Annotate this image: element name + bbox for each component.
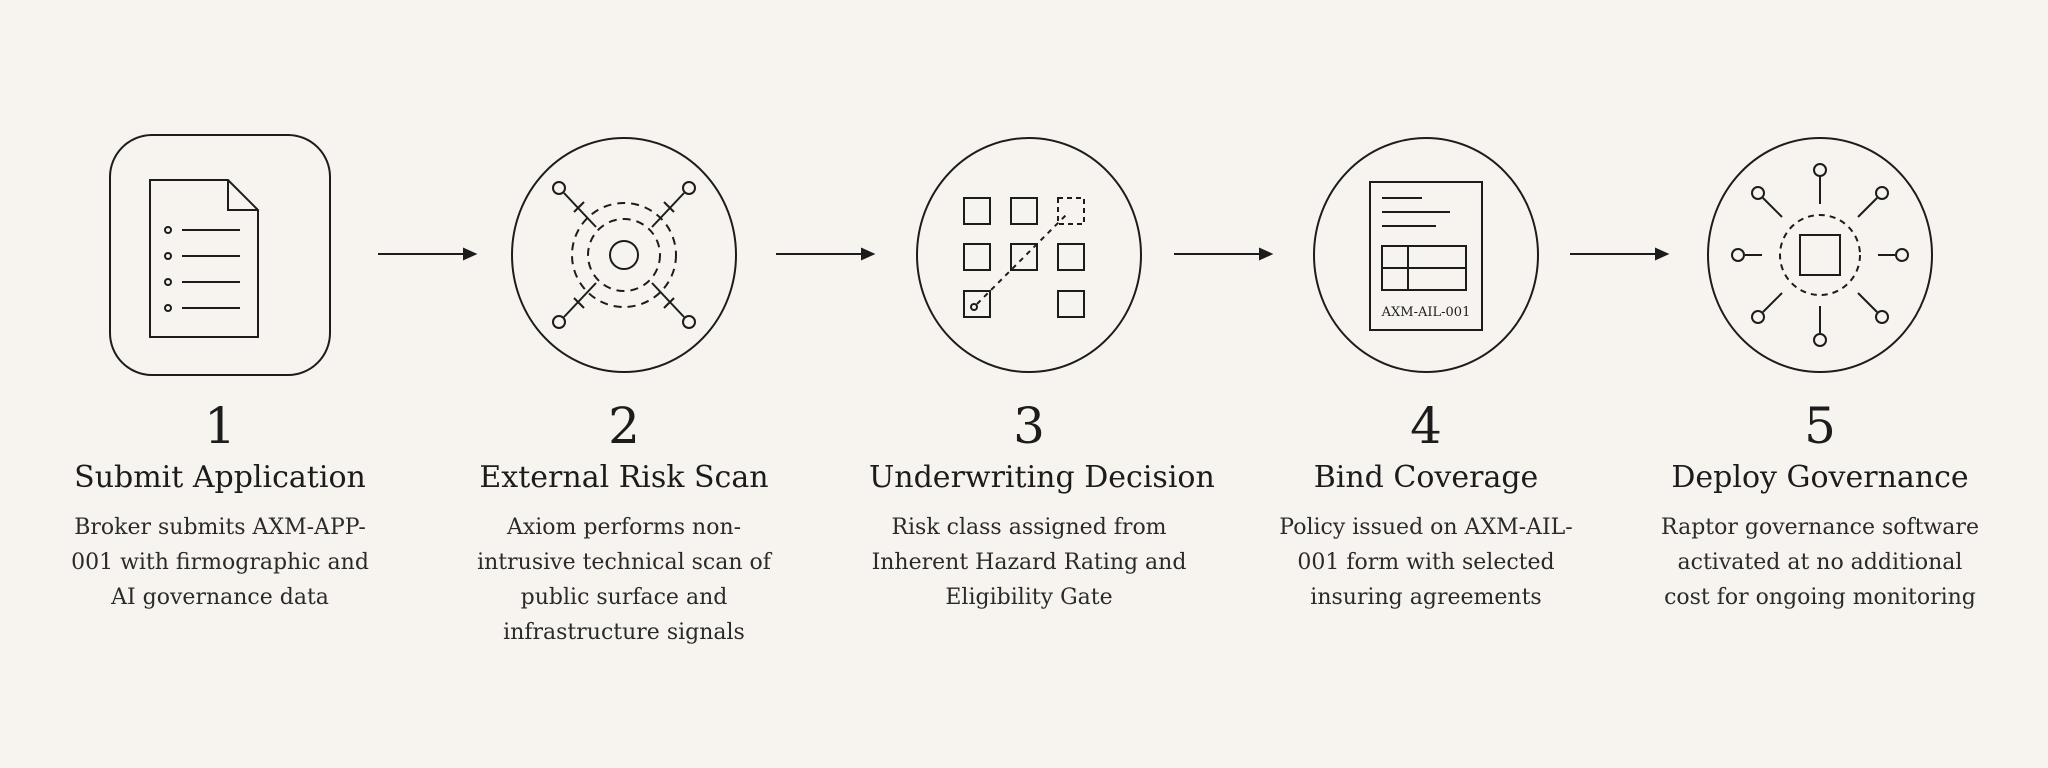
step-description: Broker submits AXM-APP-001 with firmogra… <box>71 515 369 610</box>
step-description: Axiom performs non-intrusive technical s… <box>477 515 771 645</box>
step-number: 1 <box>204 397 236 455</box>
step-2: 2 External Risk Scan Axiom performs non-… <box>464 130 784 650</box>
network-hub-icon <box>1707 137 1933 373</box>
step-2-icon-frame <box>504 130 744 380</box>
step-number: 2 <box>608 397 640 455</box>
step-title: Submit Application <box>74 460 366 495</box>
arrow-right-icon <box>1174 247 1274 261</box>
step-4-icon-frame: AXM-AIL-001 <box>1306 130 1546 380</box>
arrow-right-icon <box>378 247 478 261</box>
arrow-right-icon <box>1570 247 1670 261</box>
step-5-icon-frame <box>1700 130 1940 380</box>
step-title: Bind Coverage <box>1313 460 1539 495</box>
step-description: Policy issued on AXM-AIL-001 form with s… <box>1279 515 1573 610</box>
step-title: Underwriting Decision <box>869 460 1215 495</box>
step-4: AXM-AIL-001 4 Bind Coverage Policy issue… <box>1266 130 1586 615</box>
step-number: 5 <box>1804 397 1836 455</box>
step-description: Risk class assigned from Inherent Hazard… <box>871 515 1187 610</box>
arrow-right-icon <box>776 247 876 261</box>
step-3: 3 Underwriting Decision Risk class assig… <box>869 130 1215 615</box>
step-5: 5 Deploy Governance Raptor governance so… <box>1660 130 1980 615</box>
policy-form-code: AXM-AIL-001 <box>1381 305 1471 320</box>
grid-decision-icon <box>916 137 1142 373</box>
step-title: External Risk Scan <box>479 460 769 495</box>
step-1-icon-frame <box>100 130 340 380</box>
scan-target-icon <box>511 137 737 373</box>
arrow-connector <box>1174 244 1274 264</box>
step-description: Raptor governance software activated at … <box>1661 515 1979 610</box>
step-1: 1 Submit Application Broker submits AXM-… <box>60 130 380 615</box>
document-icon <box>109 134 331 376</box>
step-number: 4 <box>1410 397 1442 455</box>
step-3-icon-frame <box>909 130 1149 380</box>
arrow-connector <box>378 244 478 264</box>
arrow-connector <box>1570 244 1670 264</box>
policy-form-icon: AXM-AIL-001 <box>1313 137 1539 373</box>
step-number: 3 <box>1013 397 1045 455</box>
arrow-connector <box>776 244 876 264</box>
step-title: Deploy Governance <box>1671 460 1969 495</box>
